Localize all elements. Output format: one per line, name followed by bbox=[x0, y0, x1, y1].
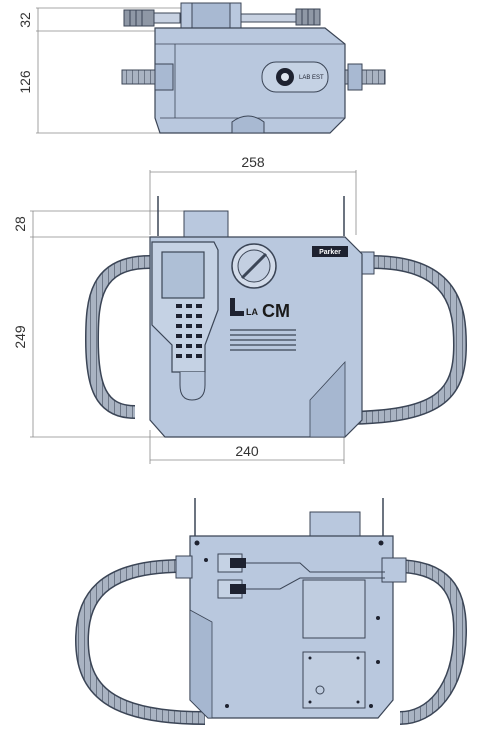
bottom-plug bbox=[231, 115, 265, 134]
front-view: 258 28 249 240 bbox=[12, 154, 468, 464]
brand-tag-text: Parker bbox=[319, 249, 341, 256]
rear-fitting-left bbox=[175, 555, 193, 579]
product-logo: LA CM bbox=[230, 298, 290, 321]
dim-label-28: 28 bbox=[12, 216, 28, 232]
top-view: 32 126 LAB EST bbox=[17, 2, 386, 134]
dim-label-240: 240 bbox=[235, 443, 259, 459]
screw-icons bbox=[194, 540, 384, 708]
top-body bbox=[154, 27, 346, 134]
brand-tag bbox=[312, 246, 348, 257]
vent-slots bbox=[230, 329, 296, 351]
svg-text:LA: LA bbox=[246, 307, 258, 317]
hose-stub-left bbox=[121, 69, 158, 85]
controller-screen bbox=[161, 251, 205, 299]
controller-cable bbox=[179, 372, 206, 401]
rear-connectors bbox=[217, 553, 385, 599]
dim-label-126: 126 bbox=[17, 70, 33, 94]
rear-view bbox=[74, 498, 468, 725]
indicator-panel bbox=[261, 61, 329, 93]
top-fitting-right bbox=[239, 13, 297, 23]
svg-text:CM: CM bbox=[262, 301, 290, 321]
top-cap bbox=[183, 210, 229, 240]
indicator-text: LAB EST bbox=[299, 75, 324, 81]
keypad bbox=[176, 304, 202, 358]
rear-panel-upper bbox=[302, 579, 366, 639]
top-fitting-left bbox=[123, 9, 155, 27]
dim-label-258: 258 bbox=[241, 154, 265, 170]
dim-label-249: 249 bbox=[12, 325, 28, 349]
rear-fitting-right bbox=[381, 557, 407, 583]
rear-panel-lower bbox=[302, 651, 366, 709]
dim-label-32: 32 bbox=[17, 12, 33, 28]
